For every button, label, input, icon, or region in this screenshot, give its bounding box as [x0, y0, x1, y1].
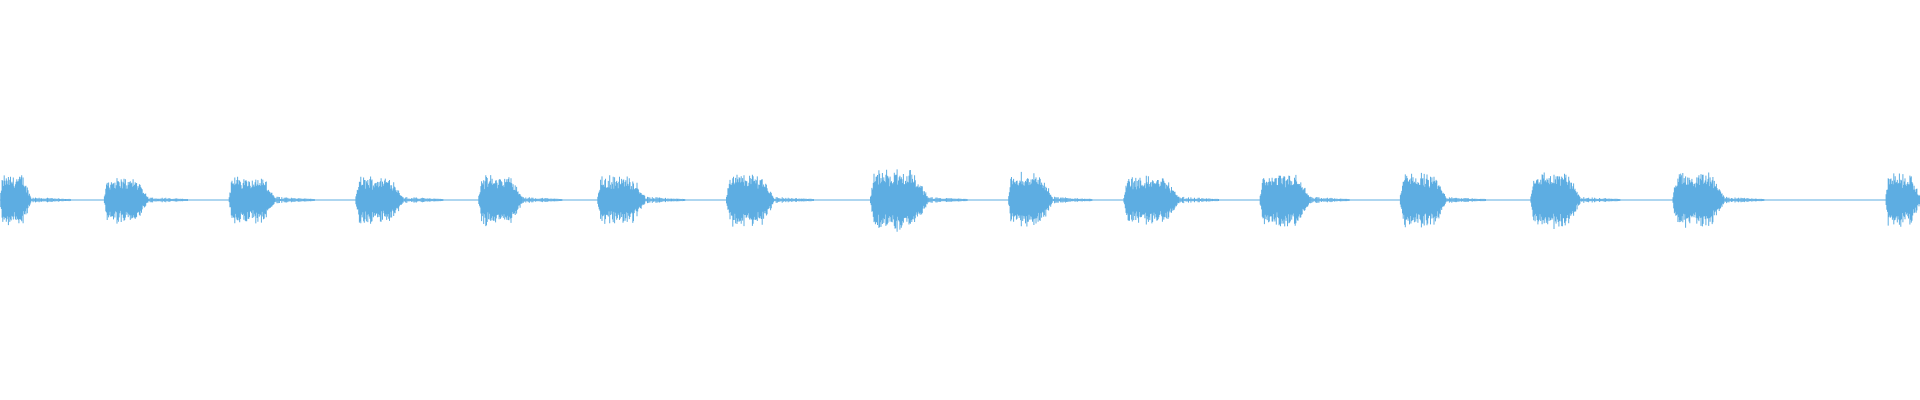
waveform-burst: [1123, 175, 1219, 225]
waveform-burst: [1885, 173, 1920, 227]
waveform-burst-path: [1530, 172, 1581, 229]
waveform-burst-tail: [1723, 196, 1765, 204]
waveform-burst-path: [1008, 171, 1053, 227]
waveform-burst-path: [870, 169, 928, 232]
waveform-burst: [597, 175, 686, 224]
waveform-burst: [1530, 172, 1621, 229]
waveform-burst: [870, 169, 968, 232]
waveform-burst-tail: [1445, 197, 1486, 203]
waveform-burst-tail: [1178, 196, 1219, 204]
waveform-burst-path: [1123, 175, 1179, 225]
waveform-burst-tail: [147, 197, 188, 203]
waveform-burst-path: [1259, 174, 1310, 227]
waveform-burst-path: [355, 176, 404, 224]
waveform-burst-path: [228, 176, 275, 224]
waveform-burst-tail: [926, 197, 968, 203]
waveform-burst-tail: [30, 197, 71, 203]
waveform-burst-path: [103, 178, 149, 224]
waveform-burst-tail: [644, 196, 686, 204]
waveform-burst-tail: [1579, 197, 1621, 203]
waveform-burst-tail: [402, 197, 444, 203]
waveform-burst: [103, 178, 188, 224]
waveform-burst-path: [0, 175, 31, 226]
waveform-burst-path: [1399, 172, 1446, 228]
waveform-burst: [1399, 172, 1486, 228]
waveform-burst-tail: [1308, 196, 1350, 204]
waveform-burst: [1259, 174, 1350, 227]
waveform-burst-tail: [1051, 196, 1093, 204]
waveform-burst-path: [478, 175, 523, 227]
waveform-burst: [1008, 171, 1093, 227]
waveform-burst-path: [1672, 172, 1725, 228]
waveform-burst: [0, 175, 71, 226]
waveform-burst-tail: [773, 197, 814, 203]
waveform-burst-path: [1885, 173, 1920, 227]
waveform-burst: [1672, 172, 1765, 228]
waveform-burst-path: [597, 175, 646, 224]
waveform-burst: [228, 176, 315, 224]
waveform-burst-path: [726, 174, 774, 227]
waveform-burst-tail: [274, 196, 315, 204]
waveform-burst: [478, 175, 563, 227]
waveform-burst: [355, 176, 444, 224]
waveform-burst-tail: [521, 196, 563, 204]
waveform-burst: [726, 174, 814, 227]
